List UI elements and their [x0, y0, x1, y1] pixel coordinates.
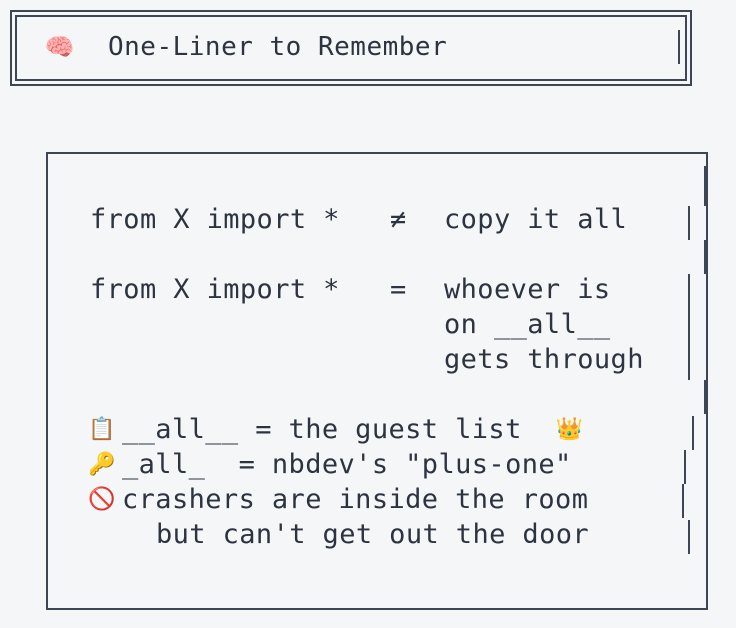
panel-tick — [688, 520, 690, 554]
note-text: __all__ = the guest list — [122, 414, 522, 445]
panel-tick — [704, 166, 706, 206]
panel-tick — [688, 206, 690, 240]
comparison-1-operator: ≠ — [390, 204, 407, 235]
note-guest-list: 📋 __all__ = the guest list 👑 — [88, 414, 584, 445]
note-text: _all_ = nbdev's "plus-one" — [122, 449, 572, 480]
note-door: but can't get out the door — [122, 519, 589, 550]
panel-tick — [704, 240, 706, 274]
comparison-2-operator: = — [390, 274, 407, 305]
panel-tick — [684, 450, 686, 484]
panel-tick — [682, 484, 684, 518]
panel-tick — [704, 380, 706, 414]
note-text: crashers are inside the room — [122, 484, 589, 515]
note-text: but can't get out the door — [156, 519, 590, 550]
diagram-panel — [46, 152, 708, 610]
note-plus-one: 🔑 _all_ = nbdev's "plus-one" — [88, 449, 572, 480]
comparison-2-right-line-1: whoever is — [444, 274, 611, 305]
title-frame — [10, 10, 692, 86]
brain-icon: 🧠 — [44, 33, 76, 61]
comparison-2-right-line-2: on __all__ — [444, 309, 611, 340]
comparison-1-right: copy it all — [444, 204, 628, 235]
crown-icon: 👑 — [555, 417, 584, 442]
title-frame-tick — [678, 30, 680, 64]
comparison-2-left: from X import * — [90, 274, 340, 305]
title-row: 🧠 One-Liner to Remember — [42, 30, 447, 64]
page-title: One-Liner to Remember — [108, 32, 448, 62]
key-icon: 🔑 — [88, 452, 116, 477]
note-crashers: 🚫 crashers are inside the room — [88, 484, 588, 515]
comparison-2-right-line-3: gets through — [444, 344, 644, 375]
no-entry-icon: 🚫 — [88, 487, 116, 512]
comparison-1-left: from X import * — [90, 204, 340, 235]
clipboard-icon: 📋 — [88, 417, 116, 442]
panel-tick — [692, 416, 694, 450]
panel-tick — [688, 274, 690, 380]
